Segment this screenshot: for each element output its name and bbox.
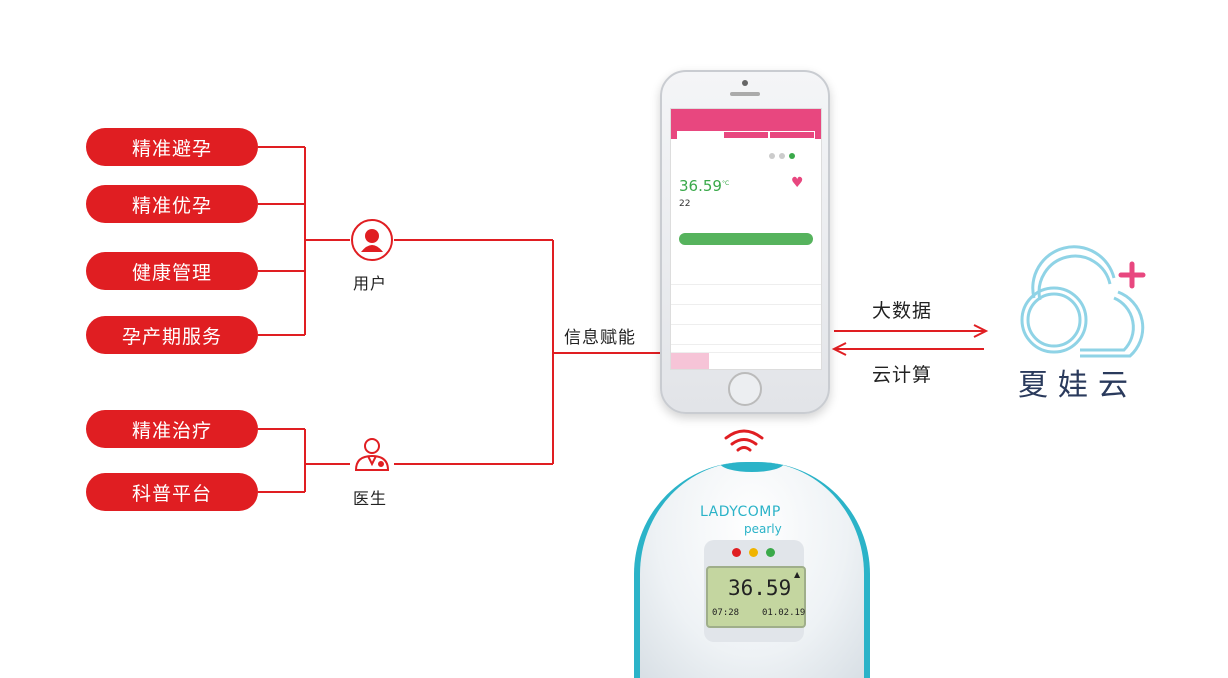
app-tab [677,131,723,139]
app-temperature: 36.59°C [679,177,729,195]
temperature-value: 36.59 [679,177,722,195]
device-lcd: ▲ 36.59 07:28 01.02.19 [706,566,806,628]
lcd-date: 01.02.19 [762,608,806,618]
cycle-bar [679,233,813,245]
app-tabs [677,131,815,139]
cloud-brand-name: 夏娃云 [1018,368,1138,403]
app-tab [723,131,769,139]
arrow-to-cloud-head [973,324,989,338]
phone-camera [742,80,748,86]
app-list [671,265,821,345]
wifi-icon [724,429,764,452]
arrow-from-cloud-head [831,342,847,356]
service-label: 精准避孕 [131,137,212,160]
service-label: 健康管理 [131,261,212,284]
cloud-logo-icon [1020,245,1146,358]
service-label: 孕产期服务 [121,325,222,348]
led-green [766,548,775,557]
service-treatment-pill: 精准治疗 [86,410,258,448]
heart-icon: ♥ [791,175,804,191]
plus-icon [1118,261,1146,289]
nav-item [784,353,822,369]
app-screen: 36.59°C ♥ 22 [670,108,822,370]
led-yellow [749,548,758,557]
smartphone: 36.59°C ♥ 22 [660,70,830,414]
device-leds [732,548,775,557]
cycle-days: 22 [679,199,691,209]
lcd-temperature: 36.59 [728,576,792,600]
service-health-pill: 健康管理 [86,252,258,290]
status-dots [769,153,795,159]
nav-item [746,353,784,369]
list-item [671,265,821,285]
app-tab [769,131,815,139]
user-label: 用户 [353,274,388,293]
device-cap [720,462,784,472]
user-icon [351,219,393,261]
service-label: 科普平台 [131,482,212,505]
service-contraception-pill: 精准避孕 [86,128,258,166]
service-label: 精准优孕 [131,194,212,217]
device-model: pearly [744,522,782,536]
lcd-time: 07:28 [712,608,740,618]
service-pregnancy-pill: 孕产期服务 [86,316,258,354]
phone-speaker [730,92,760,96]
empowerment-label: 信息赋能 [564,328,636,348]
app-bottom-nav [671,352,821,369]
fertility-monitor-device: LADYCOMP pearly ▲ 36.59 07:28 01.02.19 [634,462,870,678]
list-item [671,305,821,325]
doctor-icon [354,438,390,471]
service-conception-pill: 精准优孕 [86,185,258,223]
cloud-computing-label: 云计算 [872,364,933,386]
phone-home-button [728,372,762,406]
nav-item [671,353,709,369]
doctor-label: 医生 [353,489,388,508]
service-science-pill: 科普平台 [86,473,258,511]
service-label: 精准治疗 [131,419,212,442]
led-red [732,548,741,557]
list-item [671,285,821,305]
device-brand: LADYCOMP [700,504,781,520]
temperature-unit: °C [721,180,730,187]
triangle-icon: ▲ [794,570,801,579]
big-data-label: 大数据 [872,300,933,322]
nav-item [709,353,747,369]
list-item [671,325,821,345]
